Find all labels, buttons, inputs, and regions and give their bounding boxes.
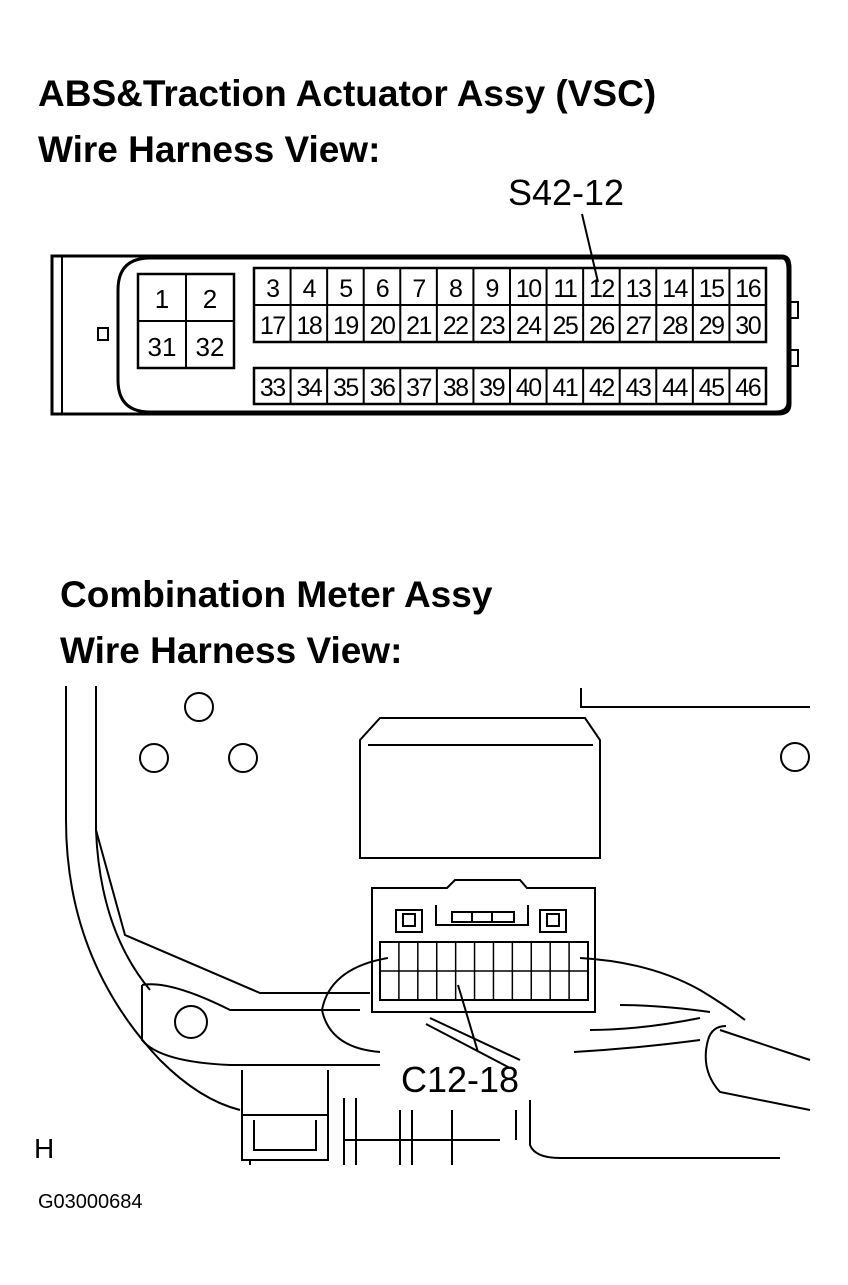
pin-27: 27 xyxy=(626,312,651,340)
pin-16: 16 xyxy=(735,275,760,303)
pin-39: 39 xyxy=(479,374,504,402)
callout-s42-12-leader xyxy=(581,213,599,283)
pin-36: 36 xyxy=(370,374,395,402)
combination-meter-subtitle: Wire Harness View: xyxy=(60,630,403,671)
pin-3: 3 xyxy=(266,275,279,303)
pin-4: 4 xyxy=(303,275,317,303)
pin-1: 1 xyxy=(155,284,169,314)
pin-30: 30 xyxy=(735,312,760,340)
pin-37: 37 xyxy=(406,374,431,402)
pin-41: 41 xyxy=(552,374,577,402)
abs-actuator-title: ABS&Traction Actuator Assy (VSC) xyxy=(38,73,657,114)
pin-12: 12 xyxy=(589,275,614,303)
combination-meter-drawing xyxy=(65,686,811,1165)
pin-25: 25 xyxy=(552,312,577,340)
pin-18: 18 xyxy=(296,312,321,340)
pin-10: 10 xyxy=(516,275,541,303)
pin-2: 2 xyxy=(203,284,217,314)
pin-24: 24 xyxy=(516,312,542,340)
figure-code: G03000684 xyxy=(38,1191,143,1213)
pin-35: 35 xyxy=(333,374,358,402)
pin-row-2: 17 18 19 20 21 22 23 24 25 26 27 28 29 30 xyxy=(260,312,762,340)
callout-s42-12: S42-12 xyxy=(508,172,624,213)
pin-32: 32 xyxy=(196,332,225,362)
pin-45: 45 xyxy=(699,374,724,402)
pin-34: 34 xyxy=(296,374,322,402)
pin-20: 20 xyxy=(370,312,395,340)
pin-13: 13 xyxy=(626,275,651,303)
abs-actuator-subtitle: Wire Harness View: xyxy=(38,129,381,170)
pin-9: 9 xyxy=(486,275,499,303)
pin-38: 38 xyxy=(443,374,468,402)
pin-19: 19 xyxy=(333,312,358,340)
pin-row-3: 33 34 35 36 37 38 39 40 41 42 43 44 45 46 xyxy=(260,374,762,402)
pin-44: 44 xyxy=(662,374,688,402)
pin-40: 40 xyxy=(516,374,541,402)
combination-meter-title: Combination Meter Assy xyxy=(60,574,493,615)
pin-7: 7 xyxy=(412,275,425,303)
abs-actuator-connector xyxy=(50,254,799,416)
pin-6: 6 xyxy=(376,275,389,303)
pin-23: 23 xyxy=(479,312,504,340)
pin-21: 21 xyxy=(406,312,431,340)
pin-46: 46 xyxy=(735,374,760,402)
pin-28: 28 xyxy=(662,312,687,340)
pin-26: 26 xyxy=(589,312,614,340)
callout-c12-18: C12-18 xyxy=(401,1059,519,1100)
pin-15: 15 xyxy=(699,275,724,303)
pin-29: 29 xyxy=(699,312,724,340)
pin-31: 31 xyxy=(148,332,177,362)
pin-17: 17 xyxy=(260,312,285,340)
pin-11: 11 xyxy=(553,275,577,303)
view-letter: H xyxy=(34,1133,54,1164)
pin-42: 42 xyxy=(589,374,614,402)
pin-43: 43 xyxy=(626,374,651,402)
pin-33: 33 xyxy=(260,374,285,402)
pin-14: 14 xyxy=(662,275,688,303)
pin-5: 5 xyxy=(339,275,352,303)
callout-c12-18-leader xyxy=(457,984,479,1053)
pin-22: 22 xyxy=(443,312,468,340)
pin-8: 8 xyxy=(449,275,462,303)
